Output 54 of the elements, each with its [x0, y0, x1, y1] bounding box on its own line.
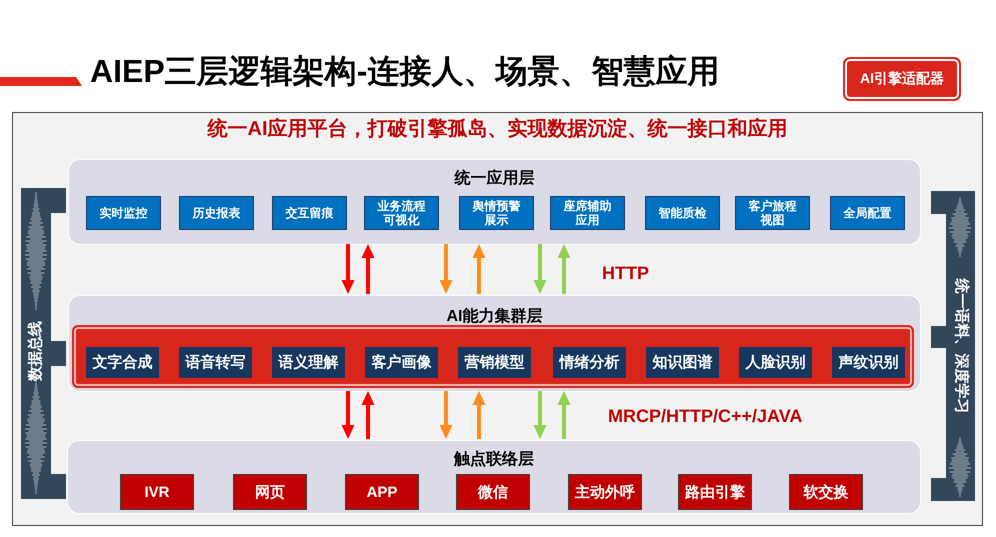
bar-label: 统一语料、深度学习 [952, 278, 970, 414]
arrow [342, 391, 354, 439]
arrow [362, 391, 374, 439]
page-title: AIEP三层逻辑架构-连接人、场景、智慧应用 [90, 52, 720, 91]
protocol-label: MRCP/HTTP/C++/JAVA [608, 405, 802, 427]
arrow [472, 244, 486, 294]
module-box: 全局配置 [830, 196, 905, 230]
channel-box: IVR [120, 474, 194, 510]
layer-panel [68, 295, 921, 392]
module-box: 业务流程可视化 [364, 196, 439, 230]
bar-label: 数据总线 [27, 321, 45, 381]
module-box: 交互留痕 [272, 196, 347, 230]
arrow [440, 391, 452, 439]
arrow [534, 244, 546, 294]
channel-box: APP [345, 474, 419, 510]
layer-title: 统一应用层 [453, 169, 536, 189]
module-box: 客户旅程视图 [735, 196, 810, 230]
arrow [558, 391, 570, 439]
module-box: 历史报表 [179, 196, 254, 230]
arrow [558, 244, 570, 294]
vertical-bar [931, 191, 975, 501]
capability-band [72, 325, 914, 388]
protocol-label: HTTP [602, 262, 649, 284]
arrow [534, 391, 546, 439]
vertical-bar [21, 188, 66, 499]
channel-box: 主动外呼 [568, 474, 642, 510]
layer-title: AI能力集群层 [446, 307, 544, 327]
arrow [342, 244, 354, 294]
channel-box: 网页 [233, 474, 307, 510]
module-box: 舆情预警展示 [459, 196, 534, 230]
capability-box: 声纹识别 [832, 347, 905, 378]
arrow [362, 244, 374, 294]
capability-box: 语音转写 [179, 347, 252, 378]
module-box: 座席辅助应用 [550, 196, 625, 230]
capability-box: 营销模型 [458, 347, 531, 378]
frame-heading: 统一AI应用平台，打破引擎孤岛、实现数据沉淀、统一接口和应用 [206, 117, 788, 141]
channel-box: 微信 [456, 474, 530, 510]
module-box: 实时监控 [86, 196, 161, 230]
layer-title: 触点联络层 [452, 450, 535, 470]
tag-box: AI引擎适配器 [843, 57, 961, 101]
arrow [472, 391, 486, 439]
layer-panel [68, 159, 921, 245]
channel-box: 软交换 [789, 474, 863, 510]
module-box: 智能质检 [645, 196, 720, 230]
capability-box: 情绪分析 [553, 347, 626, 378]
capability-box: 语义理解 [272, 347, 345, 378]
channel-box: 路由引擎 [678, 474, 752, 510]
capability-box: 文字合成 [86, 347, 159, 378]
capability-box: 知识图谱 [646, 347, 719, 378]
capability-box: 客户画像 [365, 347, 438, 378]
platform-frame [12, 112, 983, 526]
layer-panel [67, 440, 921, 514]
capability-box: 人脸识别 [739, 347, 812, 378]
arrow [440, 244, 452, 294]
